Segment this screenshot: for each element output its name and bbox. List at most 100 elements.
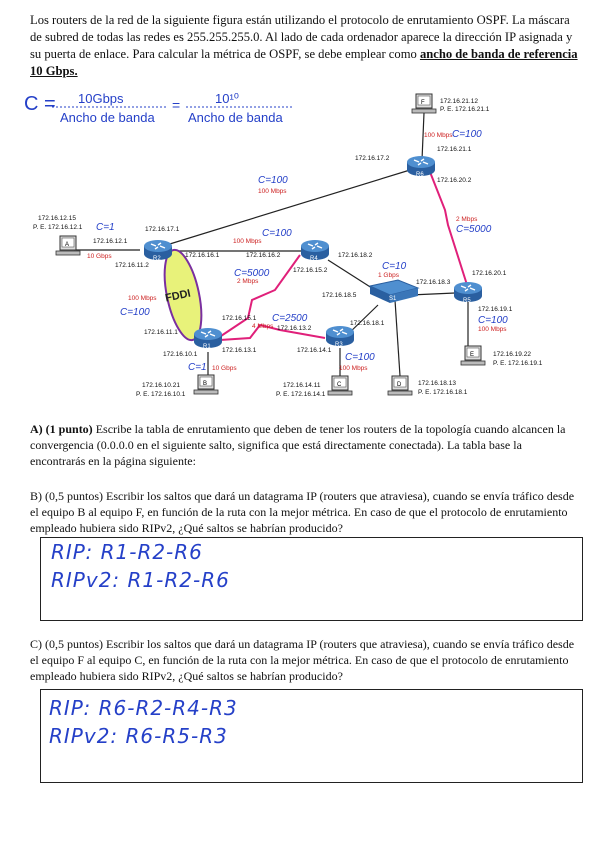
router-r6-label: R6: [416, 172, 424, 178]
bw-r2-r6: 100 Mbps: [258, 188, 287, 195]
iface-s1-r3: 172.16.18.1: [350, 320, 385, 327]
question-b-text: (0,5 puntos) Escribir los saltos que dar…: [30, 489, 575, 535]
formula-den1: Ancho de banda: [60, 110, 155, 125]
question-c-text: (0,5 puntos) Escribir los saltos que dar…: [30, 637, 575, 683]
iface-r3-c: 172.16.14.1: [297, 347, 332, 354]
pc-d-label: D: [397, 382, 402, 388]
formula-num1: 10Gbps: [78, 91, 124, 106]
formula-num2: 10¹⁰: [215, 91, 239, 106]
question-a-label: A): [30, 422, 43, 436]
iface-r4-s1: 172.16.18.2: [338, 252, 373, 259]
question-c: C) (0,5 puntos) Escribir los saltos que …: [30, 636, 580, 684]
iface-r6-r5: 172.16.20.2: [437, 177, 472, 184]
bw-r1-r3: 4 Mbps: [252, 323, 274, 330]
question-c-label: C): [30, 637, 42, 651]
router-r1-label: R1: [203, 344, 211, 350]
answer-box-c[interactable]: RIP: R6-R2-R4-R3 RIPv2: R6-R5-R3: [40, 689, 583, 783]
iface-r4-r1: 172.16.15.2: [293, 267, 328, 274]
cost-r2-r6: C=100: [258, 175, 288, 186]
formula-den2: Ancho de banda: [188, 110, 283, 125]
pc-c-label: C: [337, 382, 342, 388]
bw-r2-r1: 2 Mbps: [237, 278, 259, 285]
pc-e-ip: 172.16.19.22: [493, 351, 531, 358]
cost-fddi: C=100: [120, 307, 150, 318]
reference-bandwidth: ancho de banda de referencia 10 Gbps.: [30, 47, 578, 78]
link-r1-r3: [219, 323, 326, 341]
iface-r1-b: 172.16.10.1: [163, 351, 198, 358]
fddi-label: FDDI: [164, 288, 192, 305]
link-s1-d: [394, 299, 401, 377]
bw-r1-b: 10 Gbps: [212, 365, 237, 372]
network-diagram: C = 10Gbps Ancho de banda = 10¹⁰ Ancho d…: [24, 91, 543, 398]
fddi-ring: [163, 248, 203, 342]
bw-pc-a: 10 Gbps: [87, 253, 112, 260]
formula-eq: =: [172, 97, 180, 113]
pc-b-ip: 172.16.10.21: [142, 382, 180, 389]
cost-r5-e: C=100: [478, 315, 508, 326]
iface-r6-f: 172.16.21.1: [437, 146, 472, 153]
iface-r4-r2: 172.16.16.2: [246, 252, 281, 259]
question-a: A) (1 punto) Escribe la tabla de enrutam…: [30, 421, 570, 469]
iface-r1-r4: 172.16.15.1: [222, 315, 257, 322]
iface-r2-r6: 172.16.17.1: [145, 226, 180, 233]
cost-r1-r3: C=2500: [272, 313, 308, 324]
iface-r3-r1: 172.16.13.2: [277, 325, 312, 332]
answer-box-b[interactable]: RIP: R1-R2-R6 RIPv2: R1-R2-R6: [40, 537, 583, 621]
iface-s1-r5: 172.16.18.3: [416, 279, 451, 286]
switch-s1-label: S1: [389, 296, 397, 302]
intro-text: Los routers de la red de la siguiente fi…: [30, 13, 573, 61]
cost-r6-r5: C=5000: [456, 224, 492, 235]
pc-c-ip: 172.16.14.11: [283, 382, 321, 389]
bw-r6-r5: 2 Mbps: [456, 216, 478, 223]
iface-s1-r4: 172.16.18.5: [322, 292, 357, 299]
question-b-label: B): [30, 489, 42, 503]
bw-r4-s1: 1 Gbps: [378, 272, 400, 279]
question-b: B) (0,5 puntos) Escribir los saltos que …: [30, 488, 580, 536]
cost-r6-f: C=100: [452, 129, 482, 140]
iface-r5-r6: 172.16.20.1: [472, 270, 507, 277]
answer-b-line-2: RIPv2: R1-R2-R6: [51, 568, 230, 592]
switch-s1: [368, 279, 420, 303]
pc-e-gw: P. E. 172.16.19.1: [493, 360, 543, 367]
formula-c: C =: [24, 93, 56, 115]
cost-r4-s1: C=10: [382, 261, 407, 272]
link-r4-s1: [327, 259, 376, 291]
intro-paragraph: Los routers de la red de la siguiente fi…: [30, 12, 580, 80]
router-r5-label: R5: [463, 298, 471, 304]
iface-r2-r1: 172.16.11.2: [115, 262, 149, 269]
bw-r6-f: 100 Mbps: [424, 132, 453, 139]
link-r2-r6: [159, 169, 411, 248]
pc-f-label: F: [421, 100, 425, 106]
link-r6-r5: [429, 171, 469, 289]
router-r4-label: R4: [310, 256, 318, 262]
router-r3-label: R3: [335, 342, 343, 348]
iface-r1-r3: 172.16.13.1: [222, 347, 257, 354]
pc-a-label: A: [65, 242, 69, 248]
answer-c-line-2: RIPv2: R6-R5-R3: [49, 724, 228, 748]
link-r1-r4: [217, 254, 301, 339]
cost-r2-r1: C=5000: [234, 268, 270, 279]
pc-b-label: B: [203, 381, 207, 387]
iface-r2-a: 172.16.12.1: [93, 238, 128, 245]
pc-e-label: E: [470, 352, 474, 358]
cost-pc-a: C=1: [96, 222, 115, 233]
pc-d-ip: 172.16.18.13: [418, 380, 456, 387]
pc-f-ip: 172.16.21.12: [440, 98, 478, 105]
iface-r6-up: 172.16.17.2: [355, 155, 390, 162]
pc-a-ip: 172.16.12.15: [38, 215, 76, 222]
cost-r3-s1: C=100: [345, 352, 375, 363]
bw-fddi: 100 Mbps: [128, 295, 157, 302]
pc-c-gw: P. E. 172.16.14.1: [276, 391, 326, 398]
pc-a-gw: P. E. 172.16.12.1: [33, 224, 83, 231]
question-a-points: (1 punto): [45, 422, 93, 436]
pc-d-gw: P. E. 172.16.18.1: [418, 389, 468, 396]
bw-r5-e: 100 Mbps: [478, 326, 507, 333]
answer-c-line-1: RIP: R6-R2-R4-R3: [49, 696, 238, 720]
router-r2-label: R2: [153, 256, 161, 262]
bw-r3-s1: 100 Mbps: [339, 365, 368, 372]
link-f-r6: [421, 112, 425, 161]
cost-r1-b: C=1: [188, 362, 207, 373]
question-a-text: Escribe la tabla de enrutamiento que deb…: [30, 422, 566, 468]
iface-r5-e: 172.16.19.1: [478, 306, 513, 313]
answer-b-line-1: RIP: R1-R2-R6: [51, 540, 203, 564]
